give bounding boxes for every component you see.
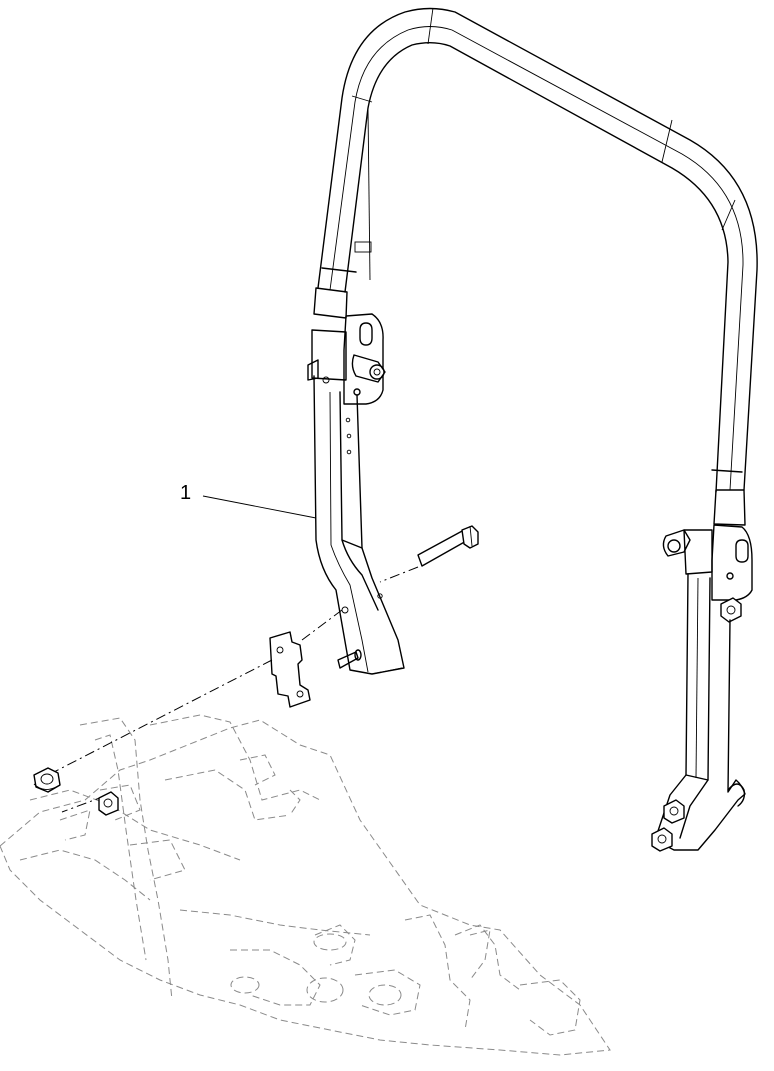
left-hinge-bracket xyxy=(307,313,386,405)
callout-1-label: 1 xyxy=(180,482,192,504)
bolt xyxy=(417,525,479,567)
assembly-centerlines xyxy=(51,566,419,813)
frame-nut xyxy=(98,791,119,816)
mower-frame-phantom xyxy=(0,714,611,1056)
mounting-plate xyxy=(269,631,311,708)
right-hinge-bracket xyxy=(662,524,753,623)
roll-bar-hoop xyxy=(313,7,758,526)
left-upright-leg xyxy=(313,375,405,675)
callout-1-leader xyxy=(202,495,317,519)
flange-nut xyxy=(33,767,61,793)
right-upright-leg xyxy=(651,573,746,852)
